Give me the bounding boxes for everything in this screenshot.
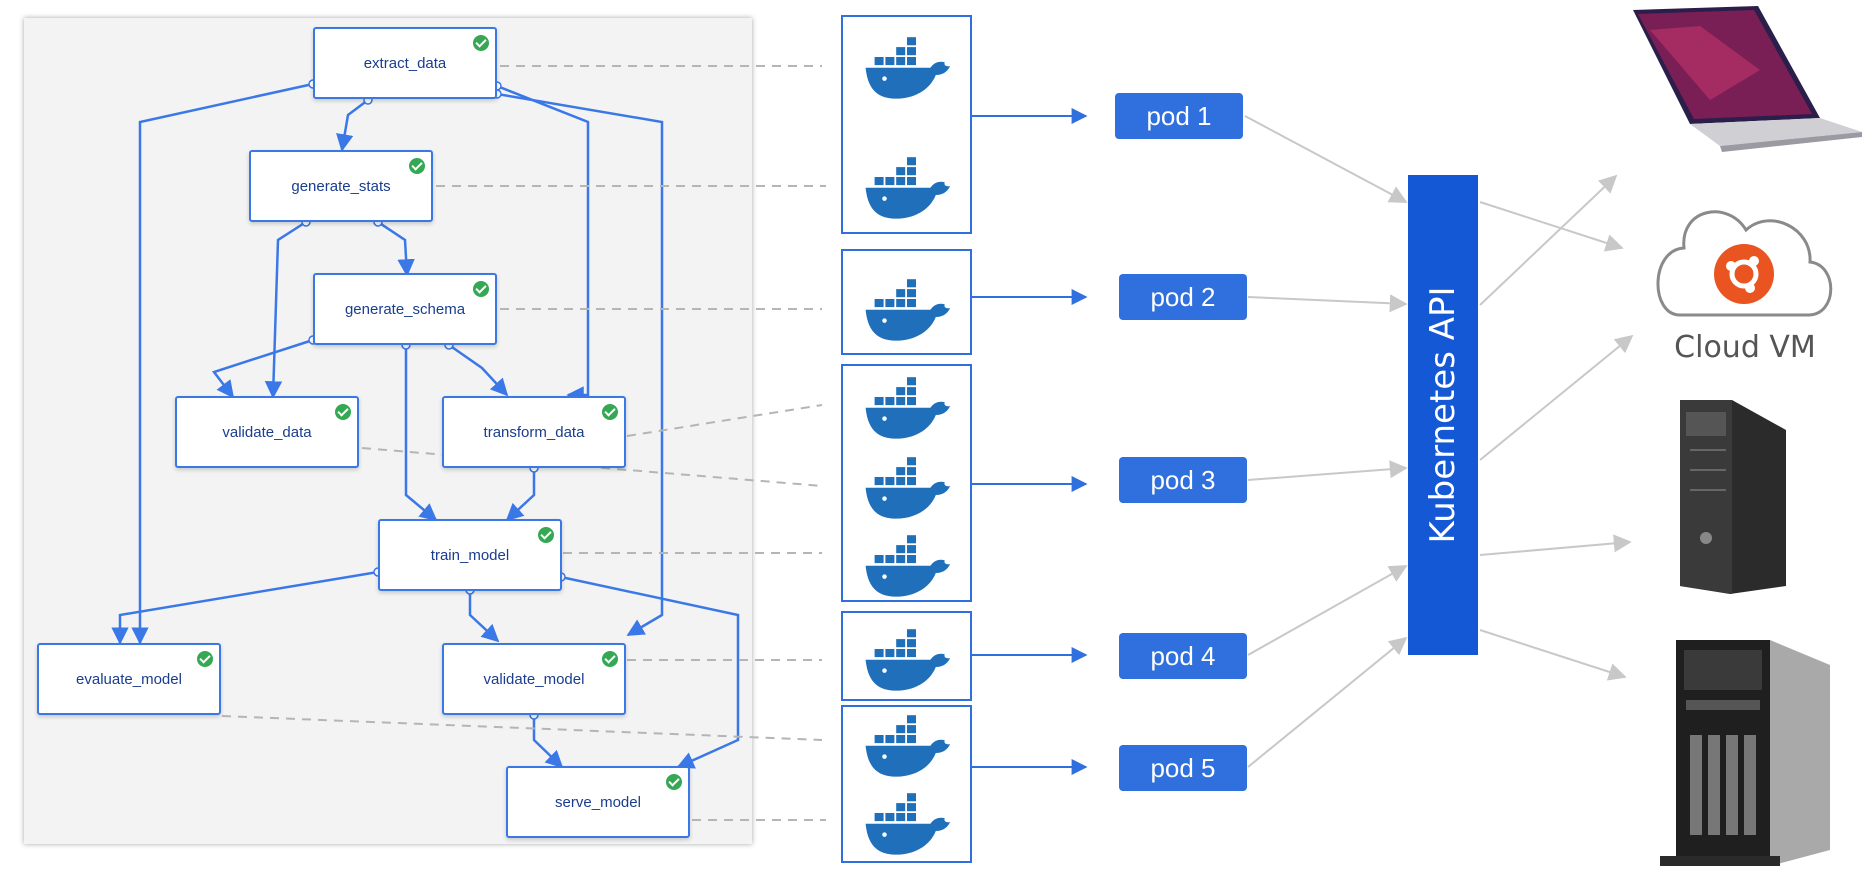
edge-stats-schema <box>377 220 415 277</box>
check-icon <box>197 651 213 667</box>
arrow-pod4-k8s <box>1247 565 1408 656</box>
pod-4[interactable]: pod 4 <box>1119 633 1247 679</box>
node-evaluate-model[interactable]: evaluate_model <box>37 643 221 715</box>
node-serve-model[interactable]: serve_model <box>506 766 690 838</box>
pod-2[interactable]: pod 2 <box>1119 274 1247 320</box>
server-icon <box>1660 640 1830 866</box>
kubernetes-api-label: Kubernetes API <box>1423 286 1463 544</box>
edge-schema-train <box>404 345 438 522</box>
edge-extract-validatemodel <box>496 92 664 637</box>
edge-train-validatemodel <box>468 590 500 643</box>
arrow-k8s-cloud2 <box>1479 334 1634 461</box>
edge-extract-transform <box>496 84 590 404</box>
check-icon <box>602 651 618 667</box>
arrow-k8s-laptop <box>1479 174 1618 306</box>
cloud-icon <box>1656 210 1833 317</box>
kubernetes-api-bar: Kubernetes API <box>1408 175 1478 655</box>
workstation-icon <box>1680 400 1786 594</box>
node-validate-model[interactable]: validate_model <box>442 643 626 715</box>
arrow-k8s-cloud1 <box>1479 201 1624 252</box>
edge-validatemodel-serve <box>532 715 564 769</box>
node-train-model[interactable]: train_model <box>378 519 562 591</box>
node-label: extract_data <box>363 55 447 72</box>
node-label: validate_data <box>222 424 312 441</box>
pod-1[interactable]: pod 1 <box>1115 93 1243 139</box>
node-label: generate_schema <box>344 301 466 318</box>
node-transform-data[interactable]: transform_data <box>442 396 626 468</box>
arrow-pod2-k8s <box>1247 294 1408 313</box>
cloud-vm-label: Cloud VM <box>1674 330 1816 365</box>
edge-train-evaluate <box>111 570 379 645</box>
edge-extract-stats <box>336 99 369 152</box>
arrow-k8s-server <box>1479 629 1627 681</box>
edge-transform-train <box>505 468 536 522</box>
check-icon <box>602 404 618 420</box>
check-icon <box>335 404 351 420</box>
check-icon <box>473 35 489 51</box>
check-icon <box>473 281 489 297</box>
node-label: train_model <box>430 547 510 564</box>
node-validate-data[interactable]: validate_data <box>175 396 359 468</box>
edge-schema-validatedata <box>211 338 314 399</box>
node-label: evaluate_model <box>76 671 182 688</box>
arrow-k8s-workstation <box>1479 534 1632 556</box>
arrow-pod3-k8s <box>1247 460 1408 481</box>
pod-3[interactable]: pod 3 <box>1119 457 1247 503</box>
node-extract-data[interactable]: extract_data <box>313 27 497 99</box>
edge-extract-evaluate <box>131 82 314 645</box>
pod-5[interactable]: pod 5 <box>1119 745 1247 791</box>
arrow-pod5-k8s <box>1247 636 1408 768</box>
check-icon <box>538 527 554 543</box>
container-group-3 <box>841 364 972 602</box>
node-label: validate_model <box>483 671 585 688</box>
arrow-pod1-k8s <box>1244 115 1408 203</box>
edge-schema-transform <box>448 343 509 397</box>
map-transform <box>626 404 823 437</box>
node-generate-stats[interactable]: generate_stats <box>249 150 433 222</box>
node-label: generate_stats <box>291 178 391 195</box>
node-label: serve_model <box>555 794 641 811</box>
node-label: transform_data <box>483 424 585 441</box>
laptop-icon <box>1633 6 1862 152</box>
check-icon <box>666 774 682 790</box>
node-generate-schema[interactable]: generate_schema <box>313 273 497 345</box>
check-icon <box>409 158 425 174</box>
edge-stats-validatedata <box>264 220 307 399</box>
map-evaluate <box>221 715 823 741</box>
edge-train-serve <box>560 575 740 769</box>
